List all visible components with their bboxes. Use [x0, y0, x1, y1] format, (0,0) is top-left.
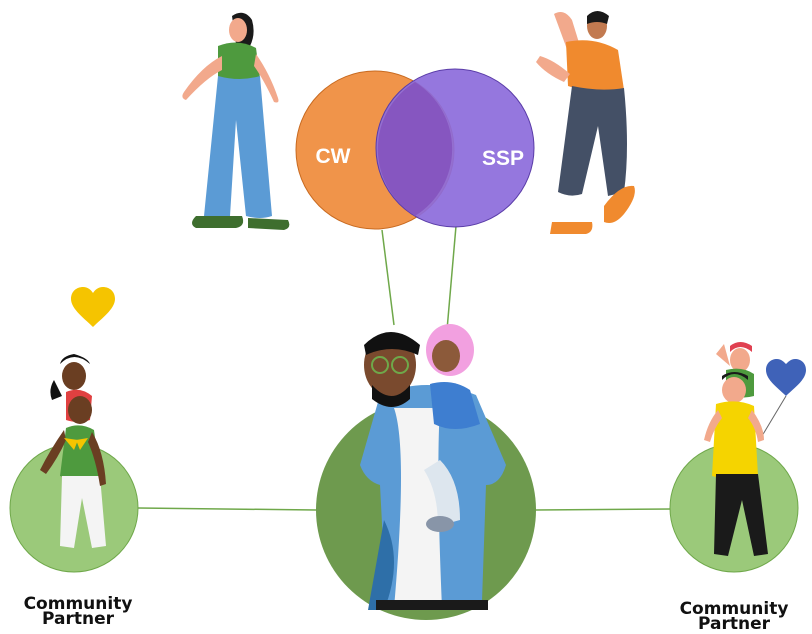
venn-diagram: CW SSP — [295, 68, 535, 230]
heart-icon — [71, 287, 115, 327]
venn-label-ssp: SSP — [482, 147, 524, 170]
connector-left-partner — [137, 507, 317, 511]
woman-illustration — [182, 12, 290, 230]
heart-icon-blue — [766, 359, 806, 396]
right-partner-label: Community Partner — [664, 599, 804, 634]
center-family-group — [316, 324, 536, 620]
left-partner-label-line2: Partner — [41, 609, 114, 629]
connector-right-partner — [534, 508, 673, 511]
right-partner-group — [669, 342, 806, 573]
left-partner-label: Community Partner — [8, 594, 148, 629]
right-partner-label-line2: Partner — [697, 614, 770, 634]
left-partner-group — [9, 287, 139, 573]
left-partner-label-line1: Community — [23, 594, 133, 614]
man-illustration — [536, 11, 635, 234]
connector-cw-center — [381, 229, 395, 326]
right-partner-label-line1: Community — [679, 599, 789, 619]
connectors — [137, 225, 673, 511]
connector-ssp-center — [446, 225, 457, 331]
venn-overlap — [377, 82, 453, 216]
venn-label-cw: CW — [316, 145, 351, 168]
